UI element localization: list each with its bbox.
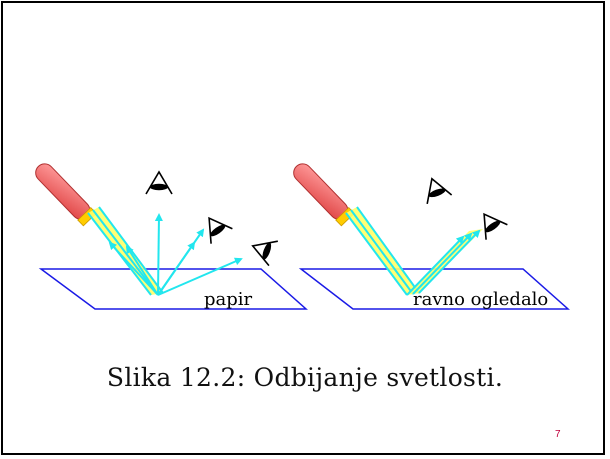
incident-beam — [345, 206, 420, 296]
eye-icon — [426, 177, 453, 204]
paper-diagram: papir — [35, 163, 308, 310]
figure-caption: Slika 12.2: Odbijanje svetlosti. — [106, 363, 504, 392]
mirror-diagram: ravno ogledalo — [293, 163, 570, 310]
scattered-rays — [108, 213, 243, 296]
flashlight-icon — [35, 163, 97, 227]
eye-icon — [208, 216, 233, 244]
reflected-beam — [406, 229, 483, 296]
incident-beam — [87, 206, 164, 296]
page-number: 7 — [555, 429, 561, 440]
paper-surface — [38, 268, 308, 310]
mirror-label: ravno ogledalo — [413, 289, 548, 310]
eye-icon — [145, 170, 173, 195]
reflection-figure: papir — [35, 163, 570, 310]
eye-icon — [483, 212, 508, 240]
flashlight-icon — [293, 163, 355, 227]
paper-label: papir — [204, 289, 253, 310]
slide: papir — [1, 1, 605, 455]
eye-icon — [251, 240, 278, 267]
mirror-surface — [298, 268, 570, 310]
